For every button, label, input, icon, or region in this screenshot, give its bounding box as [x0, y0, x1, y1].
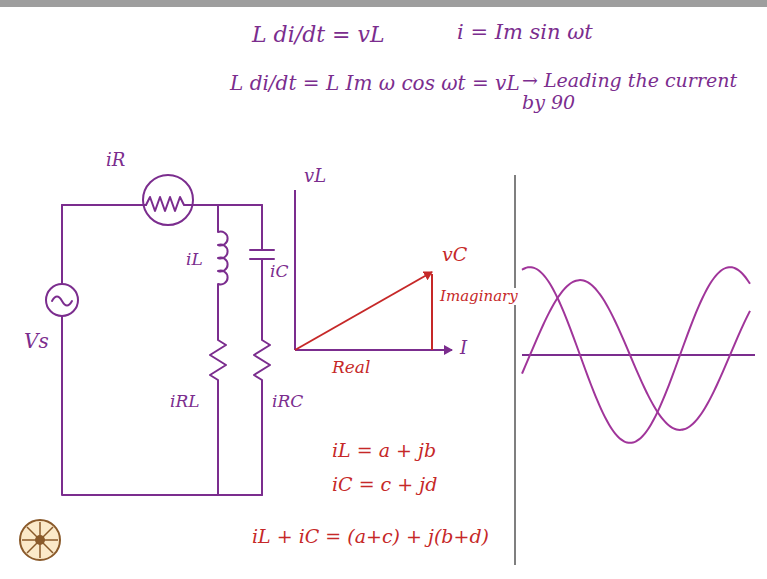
phasor-label: vC: [440, 244, 469, 266]
current-label: iR: [104, 150, 127, 171]
voltage-wave: [522, 267, 750, 443]
equation: iC = c + jd: [330, 474, 439, 496]
logo: [20, 520, 60, 560]
divider: [514, 175, 516, 565]
wire: [62, 205, 262, 495]
label-slot: iC: [268, 262, 290, 282]
logo-ring: [20, 520, 60, 560]
current-label: iC: [268, 262, 290, 282]
phasor-arrow: [295, 272, 432, 350]
label-slot: vC: [440, 244, 469, 266]
equation: i = Im sin ωt: [455, 20, 595, 44]
phasor-diagram: [295, 190, 452, 350]
label-slot: i = Im sin ωt: [455, 20, 595, 44]
waveforms: [522, 267, 755, 443]
resistor-symbol: [146, 197, 190, 211]
label-slot: L di/dt = vL: [250, 22, 387, 47]
label-slot: → Leading the current by 90: [520, 70, 754, 114]
imaginary-part: [431, 274, 433, 350]
current-wave: [522, 280, 750, 430]
axis: [294, 190, 296, 350]
label-slot: L di/dt = L Im ω cos ωt = vL: [228, 72, 522, 95]
equation: L di/dt = vL: [250, 22, 387, 47]
note: → Leading the current by 90: [520, 70, 754, 114]
axis-label: I: [458, 338, 469, 359]
logo-spokes: [22, 522, 58, 558]
label-slot: Vs: [22, 330, 51, 353]
label-slot: Imaginary: [438, 288, 520, 305]
label-slot: I: [458, 338, 469, 359]
label-slot: iRC: [270, 392, 305, 412]
label-slot: iL: [184, 250, 205, 270]
time-axis: [522, 354, 755, 356]
current-label: iRC: [270, 392, 305, 412]
label-slot: iRL: [168, 392, 202, 412]
current-label: iRL: [168, 392, 202, 412]
equation: iL + iC = (a+c) + j(b+d): [250, 526, 491, 548]
label-slot: iR: [104, 150, 127, 171]
axis-label: Real: [330, 358, 372, 378]
label-slot: vL: [302, 166, 328, 187]
axis-label: Imaginary: [438, 288, 520, 305]
axis-label: vL: [302, 166, 328, 187]
equation: iL = a + jb: [330, 440, 438, 462]
resistor-ring: [143, 175, 193, 225]
circuit: [46, 175, 274, 495]
label-slot: iL = a + jb: [330, 440, 438, 462]
source-label: Vs: [22, 330, 51, 353]
label-slot: iL + iC = (a+c) + j(b+d): [250, 526, 491, 548]
top-bar: [0, 0, 767, 7]
current-label: iL: [184, 250, 205, 270]
label-slot: Real: [330, 358, 372, 378]
inductor-branch: [210, 205, 228, 495]
equation: L di/dt = L Im ω cos ωt = vL: [228, 72, 522, 95]
source-symbol: [46, 284, 78, 316]
capacitor-branch: [250, 205, 274, 495]
axis: [295, 349, 452, 351]
source-wave: [52, 297, 72, 306]
label-slot: iC = c + jd: [330, 474, 439, 496]
